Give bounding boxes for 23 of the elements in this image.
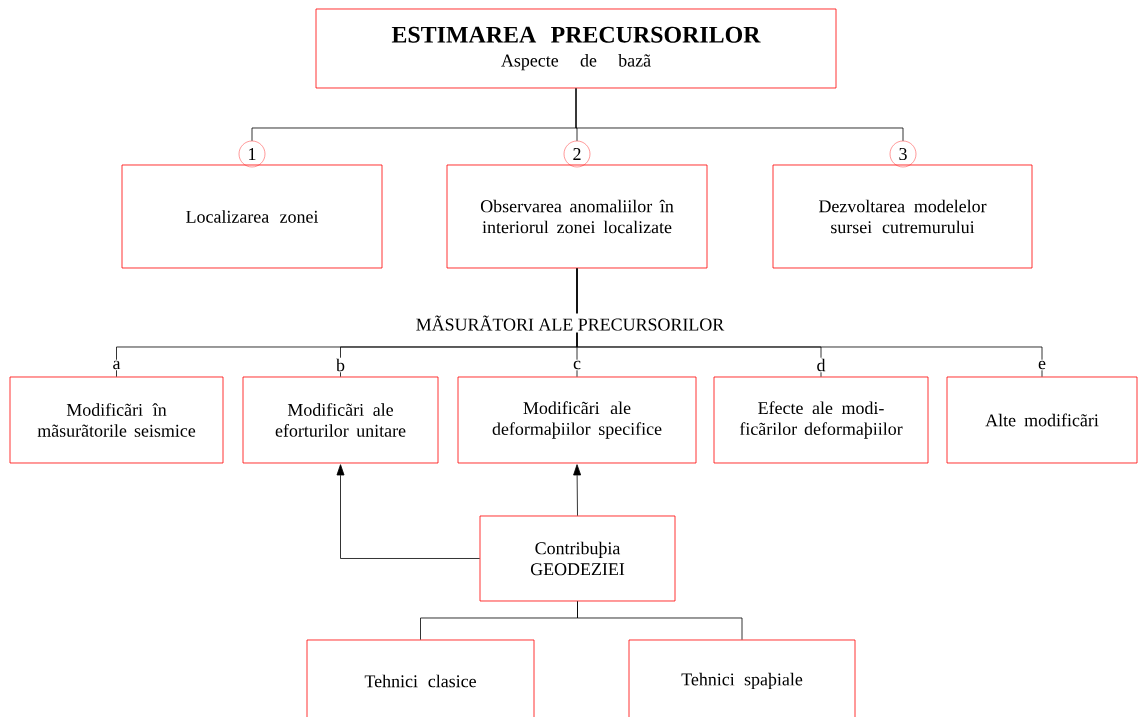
connector [577, 601, 743, 640]
process-box: Dezvoltarea modelelor sursei cutremurului [772, 164, 1033, 269]
process-box: Modificãri în mãsurãtorile seismice [9, 376, 224, 464]
process-box: Contribuþia GEODEZIEI [479, 515, 676, 602]
letter-label: e [1037, 359, 1047, 371]
process-box: Tehnici clasice [306, 639, 535, 717]
connector [336, 464, 480, 559]
letter-label: a [111, 359, 122, 371]
process-box: ESTIMAREA PRECURSORILOR Aspecte de bazã [315, 8, 837, 89]
process-box: Efecte ale modi- ficãrilor deformaþiilor [713, 376, 929, 464]
letter-label: d [815, 357, 827, 373]
connector [575, 88, 904, 142]
process-box: Alte modificãri [946, 376, 1138, 464]
connector [576, 268, 1043, 377]
letter-label: c [572, 359, 582, 371]
process-box: Modificãri ale deformaþiilor specifice [457, 376, 697, 464]
connector [573, 464, 582, 516]
letter-label: b [335, 357, 346, 373]
process-box: Observarea anomaliilor în interiorul zonei localizate [446, 164, 708, 269]
section-heading: MÃSURÃTORI ALE PRECURSORILOR [413, 313, 727, 333]
process-box: Localizarea zonei [121, 164, 383, 269]
process-box: Modificãri ale eforturilor unitare [242, 376, 439, 464]
process-box: Tehnici spaþiale [628, 639, 856, 717]
